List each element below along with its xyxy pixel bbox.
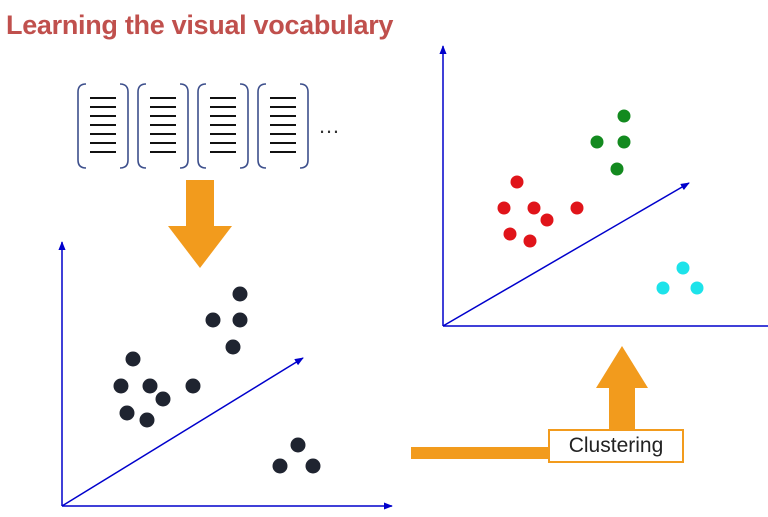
feature-point xyxy=(155,391,171,407)
descriptor-vector-icon xyxy=(197,83,249,169)
feature-point xyxy=(232,286,248,302)
feature-space-plot xyxy=(58,241,393,510)
feature-point xyxy=(185,378,201,394)
down-arrow xyxy=(168,180,232,268)
clustered-space-plot xyxy=(439,45,768,327)
feature-point xyxy=(232,312,248,328)
descriptor-vector-icon xyxy=(257,83,309,169)
feature-z-axis xyxy=(61,357,304,507)
descriptor-vectors xyxy=(77,83,309,169)
feature-point xyxy=(305,458,321,474)
clustering-connector-arrow xyxy=(411,447,553,459)
feature-point xyxy=(125,351,141,367)
descriptor-vector-icon xyxy=(137,83,189,169)
cluster-point xyxy=(617,135,631,149)
feature-point xyxy=(139,412,155,428)
cluster-points xyxy=(497,109,704,295)
cluster-point xyxy=(590,135,604,149)
feature-point xyxy=(119,405,135,421)
ellipsis: … xyxy=(318,113,340,138)
clustering-label: Clustering xyxy=(548,429,684,463)
cluster-point xyxy=(510,175,524,189)
cluster-point xyxy=(676,261,690,275)
feature-points xyxy=(113,286,321,474)
descriptor-vector-icon xyxy=(77,83,129,169)
feature-point xyxy=(272,458,288,474)
cluster-point xyxy=(570,201,584,215)
cluster-point xyxy=(503,227,517,241)
cluster-point xyxy=(656,281,670,295)
feature-point xyxy=(225,339,241,355)
cluster-point xyxy=(617,109,631,123)
cluster-point xyxy=(497,201,511,215)
cluster-z-axis xyxy=(442,182,690,327)
feature-point xyxy=(113,378,129,394)
feature-point xyxy=(290,437,306,453)
cluster-point xyxy=(540,213,554,227)
feature-point xyxy=(142,378,158,394)
feature-point xyxy=(205,312,221,328)
slide-title: Learning the visual vocabulary xyxy=(6,10,394,40)
cluster-point xyxy=(690,281,704,295)
up-arrow xyxy=(596,346,648,431)
cluster-point xyxy=(527,201,541,215)
cluster-point xyxy=(523,234,537,248)
cluster-point xyxy=(610,162,624,176)
